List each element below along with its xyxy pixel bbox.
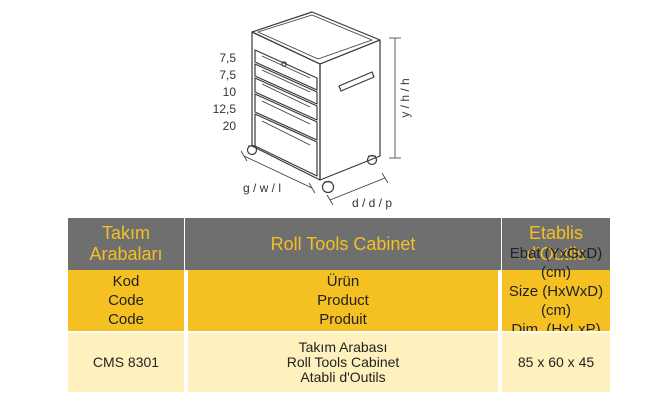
- header-english-text: Roll Tools Cabinet: [270, 233, 416, 254]
- width-label: g / w / l: [243, 181, 281, 195]
- cabinet-side: [319, 39, 381, 181]
- drawer-1: [254, 49, 318, 91]
- product-label-cell: Ürün Product Produit: [184, 270, 502, 331]
- product-code: CMS 8301: [92, 354, 160, 370]
- drawer-2: [254, 63, 318, 105]
- drawer-4: [254, 93, 318, 141]
- drawer-height-4: 12,5: [213, 102, 237, 116]
- product-table: Takım Arabaları Roll Tools Cabinet Etabl…: [68, 218, 610, 392]
- cabinet-front: [251, 31, 321, 181]
- cabinet-drawing: 7,5 7,5 10 12,5 20 y / h / h g / w / l d…: [213, 11, 412, 210]
- code-label-tr: Kod: [112, 273, 140, 290]
- height-label: y / h / h: [398, 78, 412, 117]
- product-name-en: Roll Tools Cabinet: [286, 354, 400, 370]
- product-name-cell: Takım Arabası Roll Tools Cabinet Atabli …: [184, 333, 502, 392]
- drawer-height-5: 20: [223, 119, 237, 133]
- wheel: [321, 180, 335, 194]
- header-turkish-text: Takım Arabaları: [89, 223, 163, 264]
- wheel: [246, 144, 258, 156]
- header-turkish: Takım Arabaları: [68, 218, 184, 270]
- drawer-5: [254, 113, 318, 177]
- code-cell: CMS 8301: [68, 333, 184, 392]
- drawer-height-1: 7,5: [219, 51, 236, 65]
- size-cell: 85 x 60 x 45: [502, 333, 610, 392]
- product-label-tr: Ürün: [326, 273, 360, 290]
- drawer-height-2: 7,5: [219, 68, 236, 82]
- wheel: [366, 154, 378, 166]
- size-label-tr: Ebat (YxGxD) (cm): [509, 244, 603, 281]
- size-label-en: Size (HxWxD) (cm): [508, 282, 604, 319]
- side-handle: [338, 71, 375, 92]
- product-name-fr: Atabli d'Outils: [300, 369, 386, 385]
- header-french: Etablis d'Outils: [502, 218, 610, 270]
- header-french-text: Etablis d'Outils: [526, 223, 586, 264]
- drawer-3: [254, 77, 318, 121]
- code-label-cell: Kod Code Code: [68, 270, 184, 331]
- code-label-fr: Code: [108, 311, 144, 328]
- product-label-fr: Produit: [319, 311, 367, 328]
- depth-label: d / d / p: [352, 196, 392, 210]
- product-name-tr: Takım Arabası: [298, 339, 388, 355]
- drawer-height-3: 10: [223, 85, 237, 99]
- product-size: 85 x 60 x 45: [517, 354, 595, 370]
- header-english: Roll Tools Cabinet: [184, 218, 502, 270]
- header-row: Takım Arabaları Roll Tools Cabinet Etabl…: [68, 218, 610, 270]
- code-label-en: Code: [108, 292, 144, 309]
- data-row: CMS 8301 Takım Arabası Roll Tools Cabine…: [68, 331, 610, 392]
- product-label-en: Product: [317, 292, 369, 309]
- label-row: Kod Code Code Ürün Product Produit Ebat …: [68, 245, 610, 357]
- size-label-cell: Ebat (YxGxD) (cm) Size (HxWxD) (cm) Dim.…: [502, 245, 610, 357]
